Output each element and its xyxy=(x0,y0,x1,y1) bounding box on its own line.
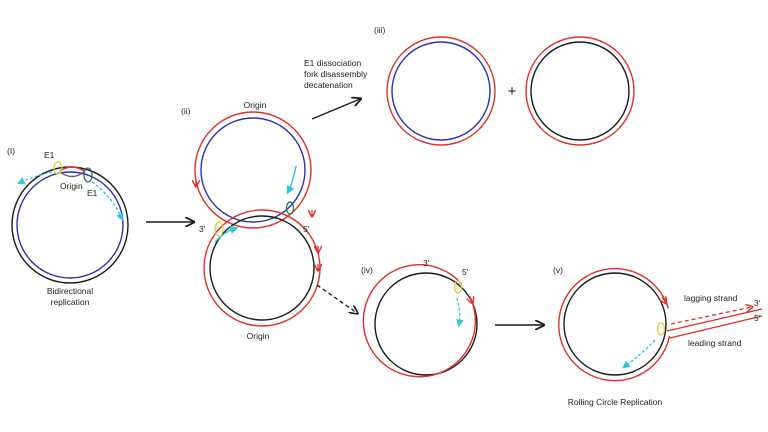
panel-iv: (iv) 3′ 5′ xyxy=(361,258,478,378)
panel-v-leading-label: leading strand xyxy=(688,338,742,348)
panel-i-cyan-fork-arrow-left xyxy=(16,171,53,185)
panel-iii-right-black-circle xyxy=(530,41,630,141)
arrow-ii-to-iii xyxy=(311,99,360,120)
panel-i-e1-top-label: E1 xyxy=(44,150,55,160)
panel-i-numeral: (I) xyxy=(7,146,15,156)
panel-ii-bottom-black-circle xyxy=(209,215,315,321)
panel-i-e1-helicase-yellow xyxy=(53,161,63,175)
panel-v-prime-5-label: 5′ xyxy=(754,313,761,323)
panel-iv-e1-helicase-yellow xyxy=(453,280,463,294)
panel-v-lagging-label: lagging strand xyxy=(684,293,738,303)
panel-i-e1-helicase-green xyxy=(83,167,93,183)
panel-v-e1-helicase-yellow xyxy=(656,322,666,336)
panel-iv-prime-5-label: 5′ xyxy=(462,267,469,277)
panel-ii-prime-3-label: 3′ xyxy=(199,224,206,234)
panel-iii-left-red-circle xyxy=(386,36,496,146)
panel-v-leading-strand-line1 xyxy=(666,308,763,332)
panel-iv-red-arrowhead xyxy=(470,297,473,303)
panel-iii-numeral: (iii) xyxy=(374,25,385,35)
panel-ii-cyan-arrow-bottom xyxy=(214,225,239,243)
panel-iv-black-circle xyxy=(374,272,478,376)
step-label-line2: fork disassembly xyxy=(304,69,368,79)
panel-ii: (ii) Origin 3′ 5′ Origin xyxy=(181,100,320,341)
panel-i-inner-blue-circle xyxy=(16,171,124,279)
panel-v: (v) lagging strand leading strand 3′ 5′ … xyxy=(553,265,763,407)
panel-ii-numeral: (ii) xyxy=(181,106,191,116)
panel-ii-cyan-arrow-top xyxy=(286,165,297,195)
panel-i-caption-line2: replication xyxy=(51,297,90,307)
panel-iv-red-arc xyxy=(362,264,477,378)
panel-ii-e1-helicase-green xyxy=(285,201,295,215)
panel-iii-left-blue-circle xyxy=(391,41,491,141)
panel-i-caption-line1: Bidirectional xyxy=(47,286,93,296)
panel-iv-cyan-arrow xyxy=(455,297,464,328)
panel-i: (I) E1 E1 Origin Bidirectional replicati… xyxy=(7,146,129,307)
panel-i-origin-bubble-purple xyxy=(59,171,85,178)
arrow-ii-to-iv-dashed xyxy=(316,284,357,313)
panel-v-prime-3-label: 3′ xyxy=(754,298,761,308)
step-label-line3: decatenation xyxy=(304,80,353,90)
panel-iv-prime-3-label: 3′ xyxy=(423,258,430,268)
panel-v-caption: Rolling Circle Replication xyxy=(568,397,663,407)
panel-v-leading-strand-line2 xyxy=(669,315,763,339)
panel-ii-top-blue-circle xyxy=(200,117,306,223)
panel-v-red-arrowhead xyxy=(662,297,666,303)
panel-iii: (iii) + xyxy=(374,25,635,146)
panel-v-red-arc xyxy=(558,268,671,382)
panel-i-e1-bottom-label: E1 xyxy=(87,188,98,198)
panel-ii-prime-5-label: 5′ xyxy=(303,224,310,234)
panel-ii-top-red-circle xyxy=(194,111,312,229)
panel-iii-right-red-circle xyxy=(525,36,635,146)
panel-iii-plus-sign: + xyxy=(508,83,517,100)
panel-iv-numeral: (iv) xyxy=(361,265,373,275)
panel-i-origin-label: Origin xyxy=(60,181,83,191)
step-label-line1: E1 dissociation xyxy=(304,58,361,68)
panel-ii-e1-helicase-yellow xyxy=(214,221,224,237)
panel-v-cyan-arrow xyxy=(622,339,656,369)
panel-ii-origin-bottom-label: Origin xyxy=(247,331,270,341)
panel-v-black-circle xyxy=(563,272,667,376)
panel-v-numeral: (v) xyxy=(553,265,563,275)
panel-ii-origin-top-label: Origin xyxy=(244,100,267,110)
